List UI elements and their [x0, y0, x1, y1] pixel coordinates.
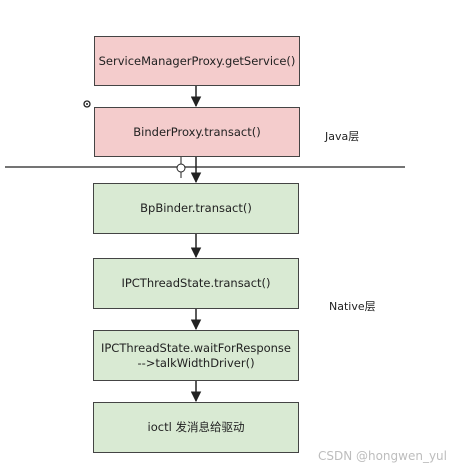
box-ipc-thread-state-transact: IPCThreadState.transact() — [93, 258, 299, 309]
box-service-manager-proxy-get-service: ServiceManagerProxy.getService() — [94, 36, 300, 86]
box-binder-proxy-transact: BinderProxy.transact() — [94, 107, 300, 157]
box-label: BinderProxy.transact() — [133, 124, 261, 139]
box-label: ServiceManagerProxy.getService() — [98, 53, 296, 68]
crosshair-cursor-icon — [176, 155, 186, 178]
box-label: ioctl 发消息给驱动 — [147, 420, 245, 434]
pointer-cursor-icon — [83, 100, 91, 108]
java-layer-label: Java层 — [325, 130, 360, 143]
box-bp-binder-transact: BpBinder.transact() — [93, 183, 299, 234]
box-label: IPCThreadState.transact() — [121, 276, 271, 290]
csdn-watermark: CSDN @hongwen_yul — [317, 449, 447, 463]
native-layer-label: Native层 — [329, 300, 376, 313]
box-label-line-1: IPCThreadState.waitForResponse — [100, 340, 292, 355]
box-ioctl-send-to-driver: ioctl 发消息给驱动 — [93, 402, 299, 453]
box-ipc-wait-for-response: IPCThreadState.waitForResponse -->talkWi… — [93, 330, 299, 381]
box-label: BpBinder.transact() — [140, 201, 252, 215]
box-label-line-2: -->talkWidthDriver() — [137, 355, 255, 370]
